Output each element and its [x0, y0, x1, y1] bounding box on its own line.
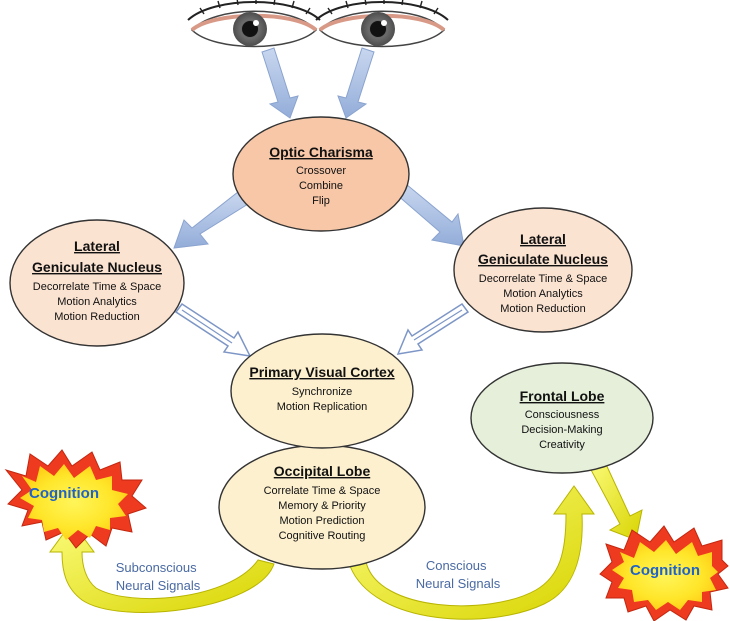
eye-to-optic-arrow-right: [337, 47, 375, 119]
frontal-lobe-line: Decision-Making: [521, 424, 602, 436]
frontal-to-cognition-arrow: [589, 459, 643, 541]
primary-visual-cortex-ellipse: [230, 333, 414, 449]
frontal-lobe-line: Consciousness: [525, 409, 600, 421]
subconscious-label-line: Subconscious: [116, 560, 197, 575]
lgn-right-ellipse: [453, 207, 633, 333]
conscious-signals-label: Conscious Neural Signals: [416, 558, 501, 591]
lgn-right-title: Lateral: [520, 231, 566, 247]
conscious-label-line: Conscious: [426, 558, 487, 573]
frontal-lobe-title: Frontal Lobe: [520, 388, 605, 404]
eye-to-optic-arrow-left: [261, 47, 299, 119]
frontal-lobe-ellipse: [470, 362, 654, 474]
lgn-right-line: Decorrelate Time & Space: [479, 273, 607, 285]
frontal-lobe-node: Frontal Lobe Consciousness Decision-Maki…: [470, 362, 654, 474]
lgn-left-title: Geniculate Nucleus: [32, 259, 162, 275]
lgn-right-title: Geniculate Nucleus: [478, 251, 608, 267]
cognition-burst-left: Cognition: [4, 449, 147, 549]
lgn-right-to-pvc-arrow: [396, 302, 470, 355]
occipital-lobe-title: Occipital Lobe: [274, 463, 371, 479]
optic-charisma-ellipse: [232, 116, 410, 232]
burst-inner: [612, 540, 718, 610]
subconscious-label-line: Neural Signals: [116, 578, 201, 593]
primary-visual-cortex-title: Primary Visual Cortex: [249, 364, 394, 380]
primary-visual-cortex-node: Primary Visual Cortex Synchronize Motion…: [230, 333, 414, 449]
optic-charisma-node: Optic Charisma Crossover Combine Flip: [232, 116, 410, 232]
cognition-label-right: Cognition: [630, 562, 700, 579]
lgn-right-node: Lateral Geniculate Nucleus Decorrelate T…: [453, 207, 633, 333]
left-eye-icon: [187, 0, 321, 48]
right-eye-icon: [315, 0, 449, 48]
burst-inner: [20, 464, 128, 540]
occipital-lobe-line: Correlate Time & Space: [264, 485, 381, 497]
optic-charisma-line: Flip: [312, 195, 330, 207]
cognition-label-left: Cognition: [29, 485, 99, 502]
lgn-left-title: Lateral: [74, 238, 120, 254]
frontal-lobe-line: Creativity: [539, 439, 585, 451]
occipital-lobe-line: Cognitive Routing: [279, 530, 366, 542]
lgn-left-node: Lateral Geniculate Nucleus Decorrelate T…: [9, 219, 185, 347]
occipital-lobe-line: Motion Prediction: [280, 515, 365, 527]
occipital-lobe-node: Occipital Lobe Correlate Time & Space Me…: [218, 444, 426, 570]
cognition-burst-right: Cognition: [599, 525, 729, 621]
subconscious-signal-arrow: [49, 521, 275, 613]
lgn-left-line: Motion Reduction: [54, 311, 140, 323]
lgn-right-line: Motion Analytics: [503, 288, 583, 300]
subconscious-signals-label: Subconscious Neural Signals: [116, 560, 201, 593]
conscious-label-line: Neural Signals: [416, 576, 501, 591]
lgn-left-ellipse: [9, 219, 185, 347]
optic-charisma-line: Crossover: [296, 165, 346, 177]
lgn-left-line: Motion Analytics: [57, 296, 137, 308]
lgn-right-line: Motion Reduction: [500, 303, 586, 315]
primary-visual-cortex-line: Synchronize: [292, 386, 353, 398]
optic-charisma-line: Combine: [299, 180, 343, 192]
primary-visual-cortex-line: Motion Replication: [277, 401, 368, 413]
optic-charisma-title: Optic Charisma: [269, 144, 373, 160]
conscious-signal-arrow: [349, 485, 595, 620]
lgn-left-to-pvc-arrow: [174, 302, 252, 357]
optic-to-lgn-left-arrow: [173, 191, 249, 249]
optic-to-lgn-right-arrow: [395, 183, 465, 247]
lgn-left-line: Decorrelate Time & Space: [33, 281, 161, 293]
occipital-lobe-line: Memory & Priority: [278, 500, 366, 512]
